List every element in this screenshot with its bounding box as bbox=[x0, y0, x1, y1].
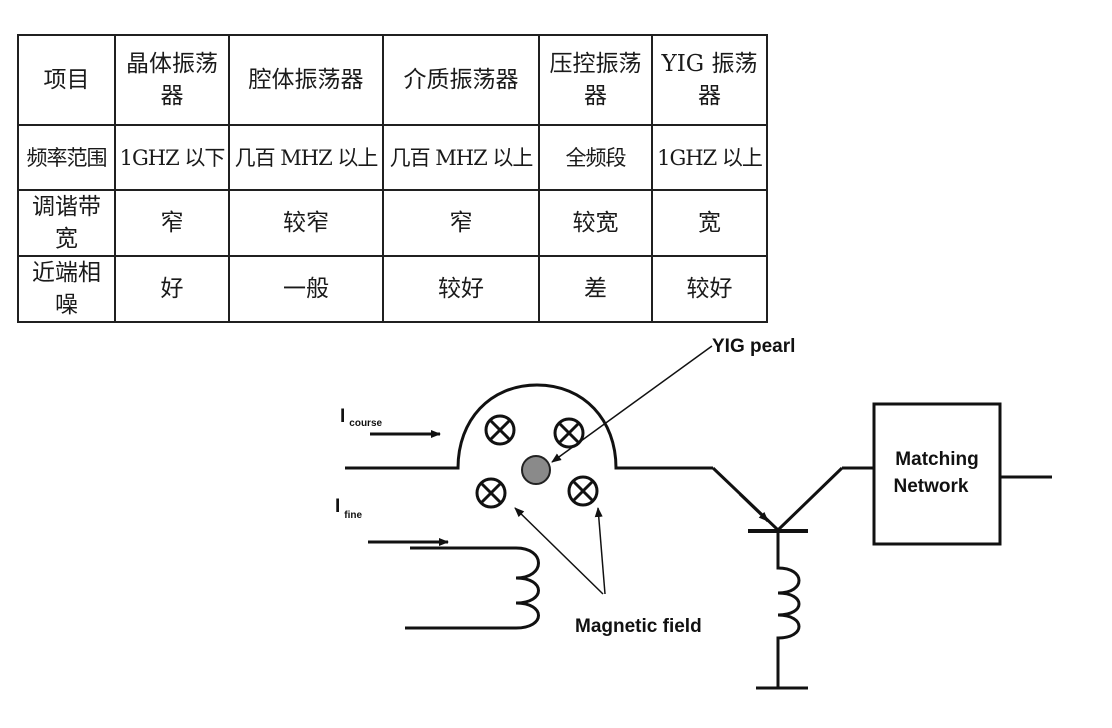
table-row-frequency-range: 频率范围 1GHZ 以下 几百 MHZ 以上 几百 MHZ 以上 全频段 1GH… bbox=[17, 124, 768, 191]
yig-pearl-sphere bbox=[521, 455, 551, 485]
header-cell-dielectric: 介质振荡器 bbox=[382, 34, 540, 126]
table-row-tuning-bandwidth: 调谐带宽 窄 较窄 窄 较宽 宽 bbox=[17, 189, 768, 257]
table-cell: 差 bbox=[538, 255, 653, 323]
table-cell: 调谐带宽 bbox=[17, 189, 116, 257]
course-input-line bbox=[345, 383, 713, 470]
magnetic-field-pointer bbox=[594, 507, 606, 595]
fine-coil bbox=[405, 546, 540, 630]
table-cell: 1GHZ 以上 bbox=[651, 124, 768, 191]
table-cell: 窄 bbox=[382, 189, 540, 257]
magnetic-field-x-icon bbox=[553, 417, 585, 449]
magnetic-field-pointer bbox=[514, 507, 604, 595]
yig-pearl-label: YIG pearl bbox=[712, 336, 795, 357]
table-cell: 全频段 bbox=[538, 124, 653, 191]
matching-network-box bbox=[872, 402, 1002, 546]
table-cell: 好 bbox=[114, 255, 230, 323]
table-cell: 较好 bbox=[651, 255, 768, 323]
table-cell: 几百 MHZ 以上 bbox=[228, 124, 384, 191]
table-cell: 较宽 bbox=[538, 189, 653, 257]
transistor-collector-wire bbox=[776, 466, 844, 532]
table-cell: 频率范围 bbox=[17, 124, 116, 191]
header-cell-vco: 压控振荡器 bbox=[538, 34, 653, 126]
header-cell-cavity: 腔体振荡器 bbox=[228, 34, 384, 126]
emitter-coil bbox=[776, 531, 801, 688]
table-cell: 一般 bbox=[228, 255, 384, 323]
matching-network-label-line1: Matching bbox=[895, 449, 978, 470]
table-cell: 较好 bbox=[382, 255, 540, 323]
yig-pearl-pointer bbox=[551, 345, 713, 463]
table-cell: 几百 MHZ 以上 bbox=[382, 124, 540, 191]
magnetic-field-x-icon bbox=[475, 477, 507, 509]
table-cell: 窄 bbox=[114, 189, 230, 257]
table-row-phase-noise: 近端相噪 好 一般 较好 差 较好 bbox=[17, 255, 768, 323]
header-cell-yig: YIG 振荡器 bbox=[651, 34, 768, 126]
matching-network-label-line2: Network bbox=[894, 476, 969, 497]
transistor-emitter-arrow bbox=[738, 492, 770, 523]
header-cell-item: 项目 bbox=[17, 34, 116, 126]
magnetic-field-x-icon bbox=[567, 475, 599, 507]
table-cell: 1GHZ 以下 bbox=[114, 124, 230, 191]
magnetic-field-x-icon bbox=[484, 414, 516, 446]
table-cell: 近端相噪 bbox=[17, 255, 116, 323]
table-cell: 宽 bbox=[651, 189, 768, 257]
oscillator-comparison-table: 项目 晶体振荡器 腔体振荡器 介质振荡器 压控振荡器 YIG 振荡器 频率范围 … bbox=[17, 34, 768, 323]
table-cell: 较窄 bbox=[228, 189, 384, 257]
table-header-row: 项目 晶体振荡器 腔体振荡器 介质振荡器 压控振荡器 YIG 振荡器 bbox=[17, 34, 768, 126]
header-cell-crystal: 晶体振荡器 bbox=[114, 34, 230, 126]
magnetic-field-label: Magnetic field bbox=[575, 616, 702, 637]
